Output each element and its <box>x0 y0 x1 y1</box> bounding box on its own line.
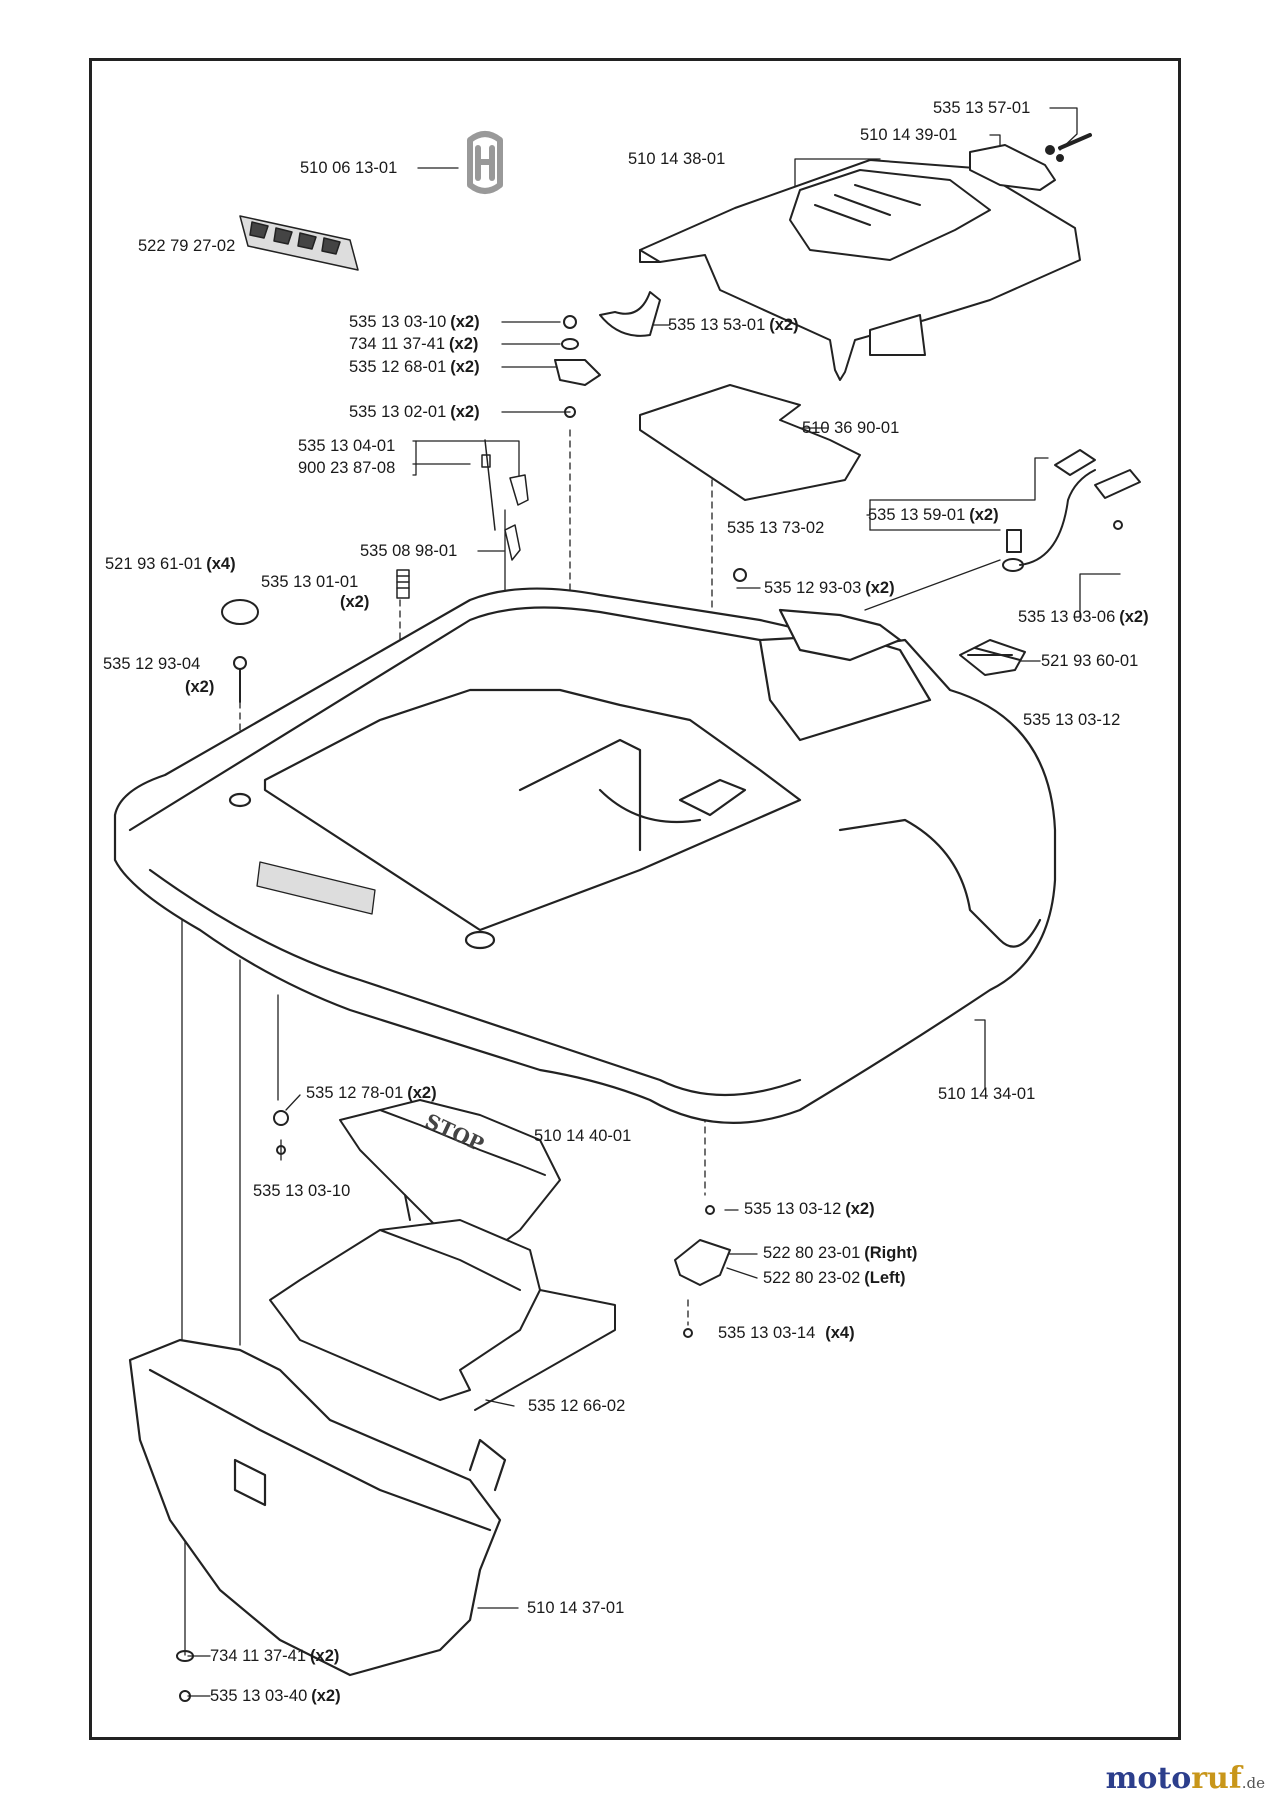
front-bumper-part <box>128 1338 507 1677</box>
part-label: 535 13 02-01(x2) <box>349 403 480 421</box>
part-label: 535 13 03-12(x2) <box>744 1200 875 1218</box>
site-watermark: motoruf.de <box>1105 1761 1265 1796</box>
part-label: 734 11 37-41(x2) <box>210 1647 340 1665</box>
part-label: 535 13 03-12 <box>1023 711 1121 729</box>
stop-cover-part <box>339 1099 561 1269</box>
part-label: 535 13 03-10(x2) <box>349 313 480 331</box>
part-label: 900 23 87-08 <box>298 459 396 477</box>
long-screw-part <box>233 656 247 703</box>
part-label: 510 36 90-01 <box>802 419 900 437</box>
screw-stack <box>554 315 601 418</box>
part-label: 535 13 01-01 <box>261 573 359 591</box>
washer-screw-part <box>273 1110 289 1155</box>
part-label: (x2) <box>185 678 215 696</box>
part-label: 535 13 59-01(x2) <box>868 506 999 524</box>
part-label: 510 14 38-01 <box>628 150 726 168</box>
spring-part <box>396 569 410 599</box>
part-label: 535 12 66-02 <box>528 1397 626 1415</box>
husqvarna-logo-icon <box>467 131 503 194</box>
bumper-cover-part <box>269 1194 616 1411</box>
part-label: 535 13 03-40(x2) <box>210 1687 341 1705</box>
part-label: 510 14 40-01 <box>534 1127 632 1145</box>
part-label: 522 79 27-02 <box>138 237 236 255</box>
part-label: 535 12 68-01(x2) <box>349 358 480 376</box>
part-label: 535 13 03-14(x4) <box>718 1324 855 1342</box>
part-label: 521 93 61-01(x4) <box>105 555 236 573</box>
part-label: 510 14 34-01 <box>938 1085 1036 1103</box>
bumper-hardware <box>176 1650 194 1702</box>
part-label: 522 80 23-01(Right) <box>763 1244 918 1262</box>
part-label: 535 13 53-01(x2) <box>668 316 799 334</box>
part-label: 521 93 60-01 <box>1041 652 1139 670</box>
body-decal-icon <box>256 861 376 915</box>
part-label: 535 13 03-06(x2) <box>1018 608 1149 626</box>
part-label: (x2) <box>340 593 370 611</box>
cable-tie-part <box>481 439 529 561</box>
part-label: 734 11 37-41(x2) <box>349 335 479 353</box>
part-label: 535 13 57-01 <box>933 99 1031 117</box>
handle-part <box>969 133 1092 191</box>
part-label: 510 14 39-01 <box>860 126 958 144</box>
part-label: 535 13 04-01 <box>298 437 396 455</box>
diagram-frame <box>89 58 1181 1740</box>
part-label: 535 08 98-01 <box>360 542 458 560</box>
part-label: 535 12 93-04 <box>103 655 201 673</box>
main-body-part <box>113 587 1057 1124</box>
part-label: 535 12 93-03(x2) <box>764 579 895 597</box>
bracket-part <box>599 291 661 337</box>
sensor-part <box>1002 449 1141 572</box>
part-label: 510 06 13-01 <box>300 159 398 177</box>
plug-cap-part <box>221 599 259 625</box>
model-decal-part <box>639 384 861 501</box>
screw-part <box>733 568 747 582</box>
part-label: 535 12 78-01(x2) <box>306 1084 437 1102</box>
warning-decal-icon <box>239 215 359 271</box>
top-cover-part <box>639 159 1081 381</box>
part-label: 522 80 23-02(Left) <box>763 1269 906 1287</box>
part-label: 510 14 37-01 <box>527 1599 625 1617</box>
part-label: 535 13 03-10 <box>253 1182 351 1200</box>
part-label: 535 13 73-02 <box>727 519 825 537</box>
corner-bracket-part <box>674 1205 731 1338</box>
